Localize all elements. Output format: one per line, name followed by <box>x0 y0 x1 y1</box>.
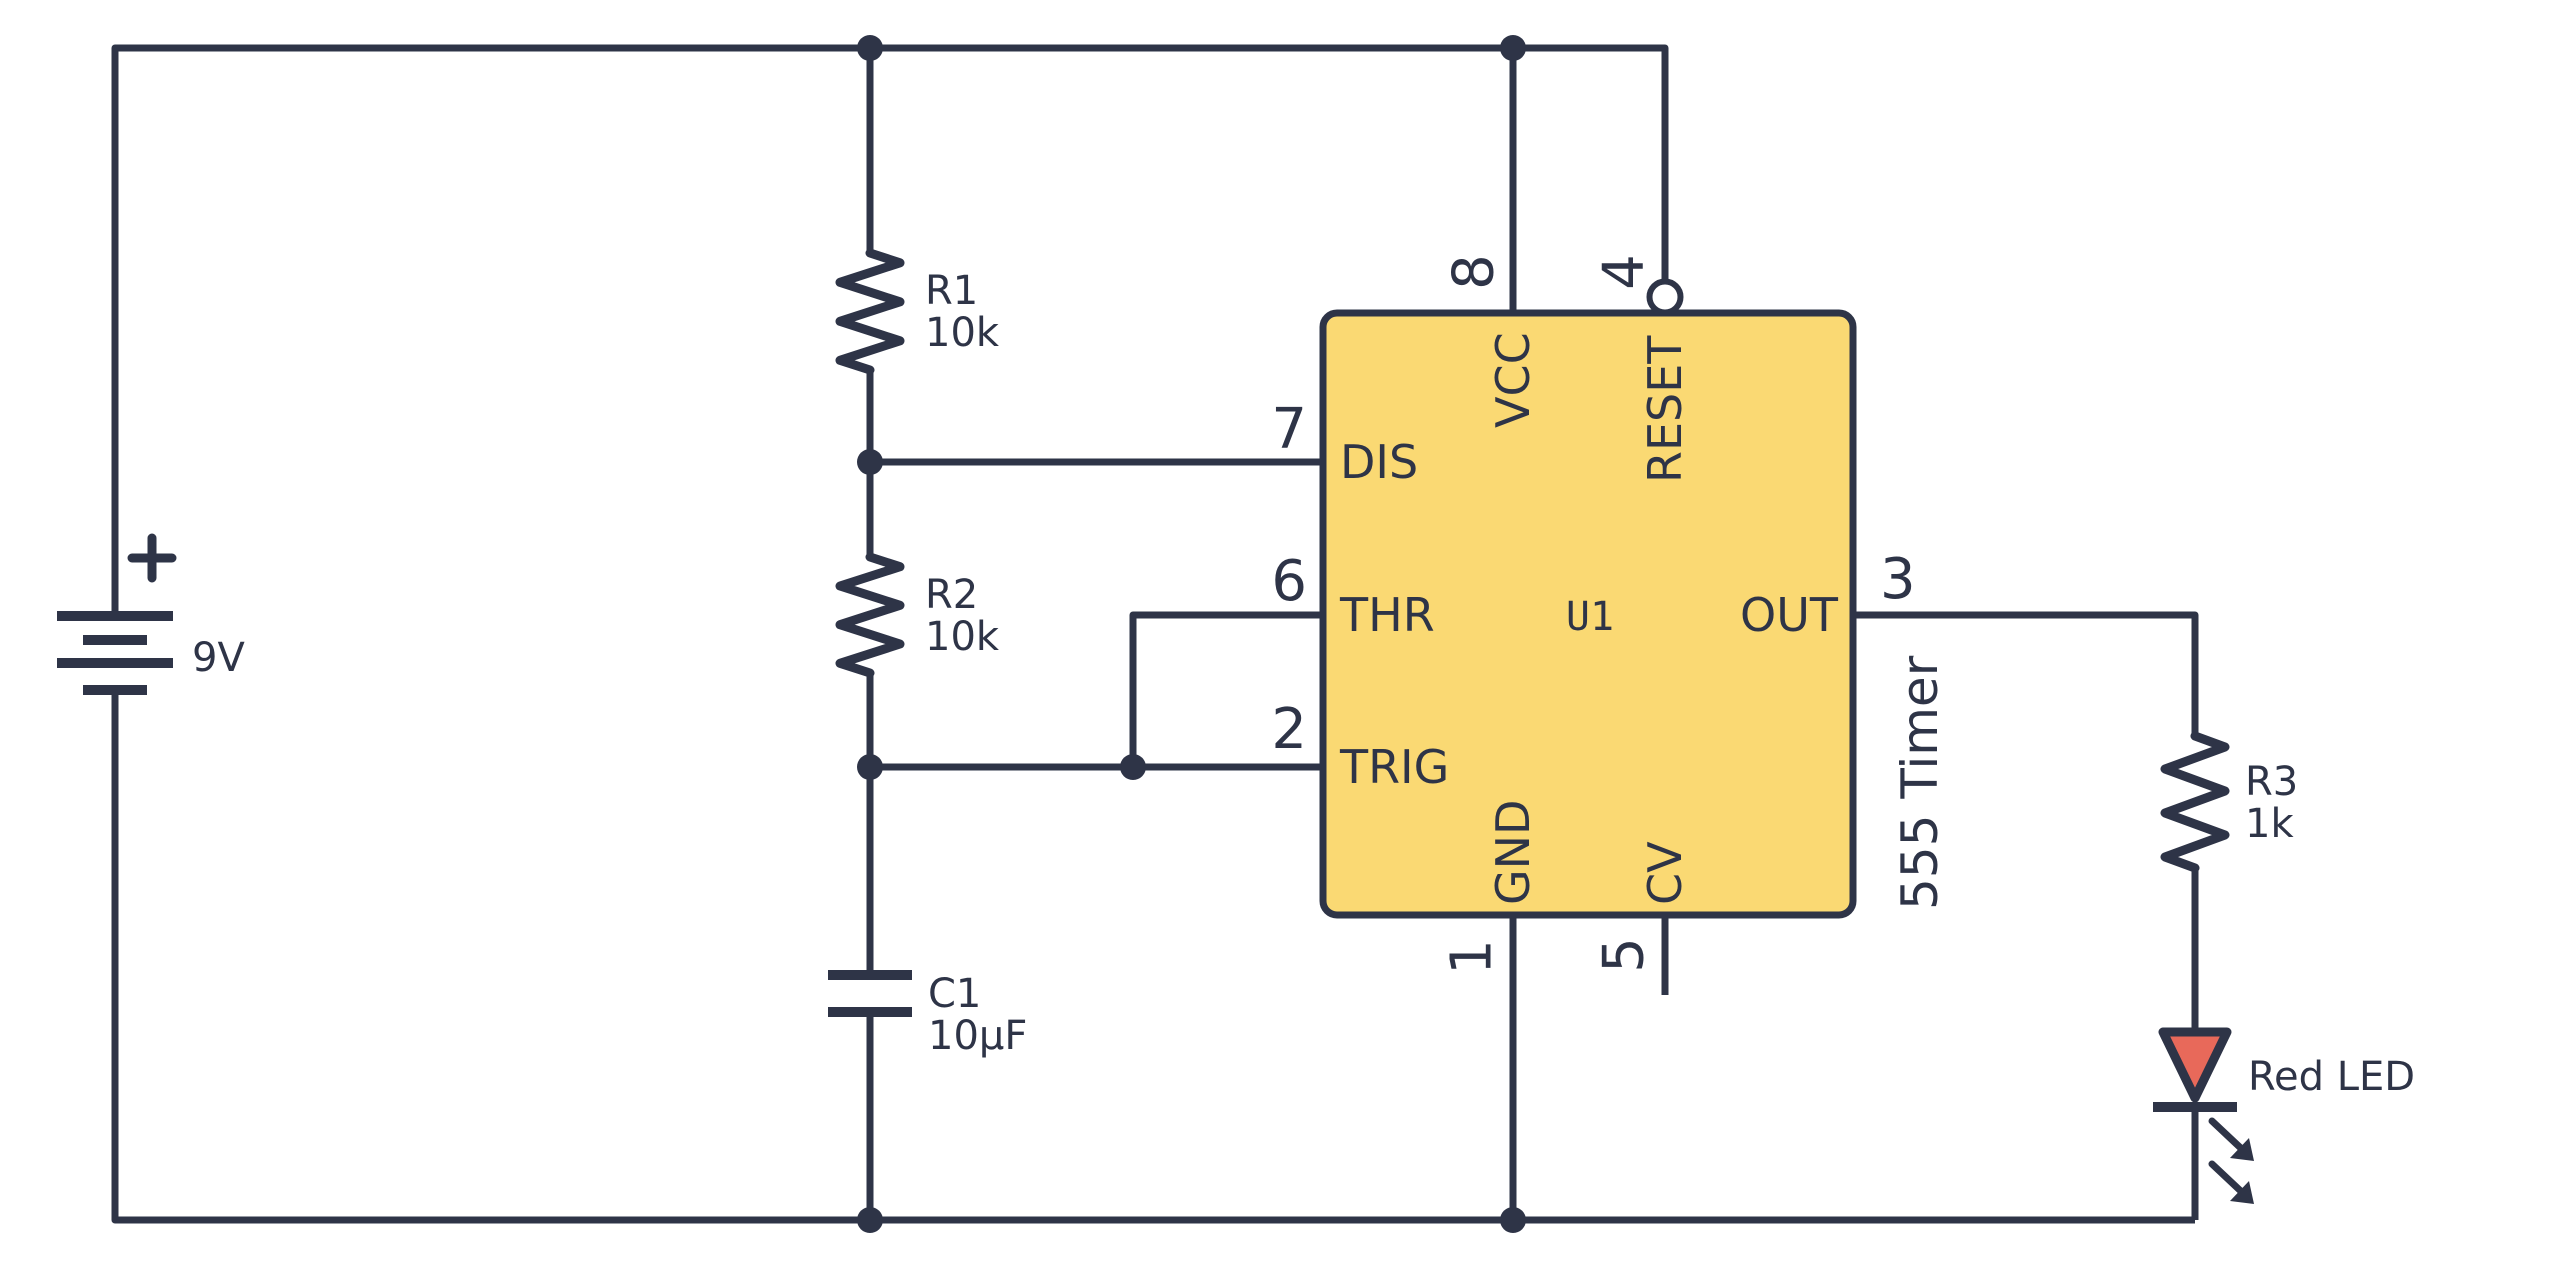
ic-pin-name-out: OUT <box>1740 588 1839 642</box>
ic-pin-name-reset: RESET <box>1638 335 1692 483</box>
c1-value-label: 10µF <box>928 1013 1027 1059</box>
junction-dot <box>857 35 883 61</box>
pin-number-2: 2 <box>1271 697 1307 762</box>
pin-number-7: 7 <box>1271 397 1307 462</box>
ic-pin-name-trig: TRIG <box>1339 740 1449 794</box>
led-emission-arrows-icon <box>2208 1117 2254 1204</box>
ic-555-timer: 7 6 2 3 8 4 1 5 DIS THR TRIG OUT VCC RES… <box>1271 254 1949 975</box>
resistor-r1: R1 10k <box>835 248 1000 375</box>
wire-top-rail <box>111 44 1669 616</box>
r1-value-label: 10k <box>925 310 1000 356</box>
pin-number-4: 4 <box>1592 254 1657 290</box>
resistor-zigzag-icon <box>835 552 905 678</box>
wires <box>111 44 2199 1224</box>
ic-pin-name-dis: DIS <box>1340 435 1418 489</box>
ic-pin-name-thr: THR <box>1339 588 1435 642</box>
ic-pin-name-cv: CV <box>1638 841 1692 905</box>
battery-plus-icon <box>127 533 177 583</box>
led-triangle-icon <box>2158 1027 2232 1103</box>
c1-ref-label: C1 <box>928 971 981 1017</box>
capacitor-c1: C1 10µF <box>828 970 1027 1059</box>
battery-value-label: 9V <box>192 635 245 681</box>
battery-symbol: 9V <box>57 533 245 695</box>
ic-pin-name-vcc: VCC <box>1486 332 1540 428</box>
r1-ref-label: R1 <box>925 268 978 314</box>
junction-dot <box>857 449 883 475</box>
led-arrow-head <box>2230 1181 2254 1204</box>
pin-number-1: 1 <box>1440 939 1505 975</box>
wire-out-pin3 <box>1853 611 2199 736</box>
ic-pin-name-gnd: GND <box>1486 800 1540 905</box>
led-arrow-head <box>2230 1138 2254 1161</box>
pin-number-5: 5 <box>1592 937 1657 973</box>
wire-thr-pin6 <box>1129 611 1323 767</box>
r2-value-label: 10k <box>925 614 1000 660</box>
resistor-r3: R3 1k <box>2160 731 2298 873</box>
r3-value-label: 1k <box>2245 801 2294 847</box>
ic-refdes-label: U1 <box>1566 594 1614 640</box>
junction-dots <box>857 35 1526 1233</box>
ic-part-name-label: 555 Timer <box>1891 655 1949 910</box>
r2-ref-label: R2 <box>925 572 978 618</box>
junction-dot <box>857 1207 883 1233</box>
ic-body <box>1319 309 1857 919</box>
pin-number-3: 3 <box>1880 547 1916 612</box>
resistor-zigzag-icon <box>835 248 905 375</box>
led-label: Red LED <box>2248 1054 2415 1100</box>
r3-ref-label: R3 <box>2245 759 2298 805</box>
resistor-r2: R2 10k <box>835 552 1000 678</box>
junction-dot <box>1500 35 1526 61</box>
pin-number-8: 8 <box>1442 254 1507 290</box>
junction-dot <box>1500 1207 1526 1233</box>
resistor-zigzag-icon <box>2160 731 2230 873</box>
junction-dot <box>1120 754 1146 780</box>
junction-dot <box>857 754 883 780</box>
pin-number-6: 6 <box>1271 549 1307 614</box>
led-red: Red LED <box>2153 1027 2415 1204</box>
reset-inversion-bubble-icon <box>1646 278 1684 316</box>
